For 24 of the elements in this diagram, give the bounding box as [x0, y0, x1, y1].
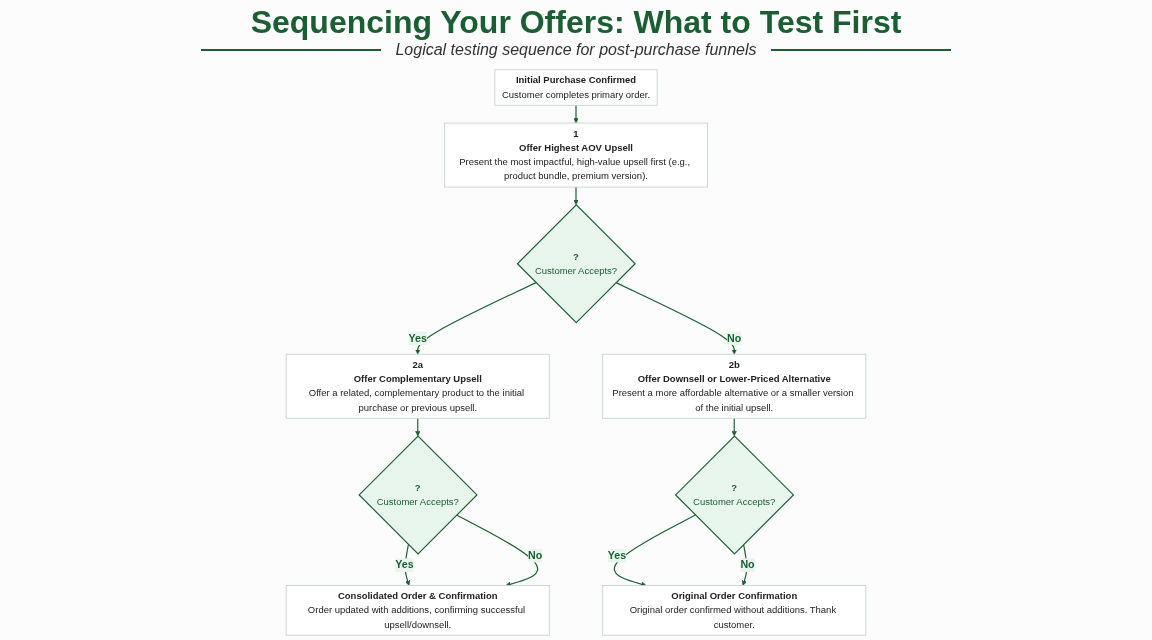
node-diamond: ? Customer Accepts? [516, 204, 637, 324]
node-box: Consolidated Order & Confirmation Order updated with additions, confirming successful upsell/downsell. [285, 585, 550, 636]
arrow [415, 417, 421, 437]
node-box: Initial Purchase Confirmed Customer completes primary order. [494, 69, 658, 106]
title: Sequencing Your Offers: What to Test First [250, 4, 902, 41]
arrow [731, 417, 737, 437]
node-box: Original Order Confirmation Original order confirmed without additions. Thank customer. [602, 585, 867, 636]
node-diamond: ? Customer Accepts? [674, 435, 795, 555]
edge-label: Yes [607, 549, 627, 562]
node-box: 2b Offer Downsell or Lower-Priced Alternative Present a more affordable alternative or a smaller version of the initial upsell. [602, 353, 867, 419]
arrow [415, 282, 537, 355]
edge-label: No [740, 558, 755, 571]
arrow [455, 514, 539, 587]
node-box: 2a Offer Complementary Upsell Offer a related, complementary product to the initial purchase or previous upsell. [285, 353, 550, 419]
node-box: 1 Offer Highest AOV Upsell Present the most impactful, high-value upsell first (e.g., product bundle, premium version). [444, 122, 708, 188]
arrow [573, 186, 579, 206]
arrow [573, 104, 579, 124]
arrow [615, 282, 737, 355]
subtitle: Logical testing sequence for post-purchase funnels [395, 41, 757, 59]
edge-label: Yes [408, 332, 427, 344]
node-diamond: ? Customer Accepts? [358, 435, 478, 555]
edge-label: No [727, 332, 742, 344]
edge-label: Yes [395, 558, 414, 571]
edge-label: No [527, 549, 543, 562]
